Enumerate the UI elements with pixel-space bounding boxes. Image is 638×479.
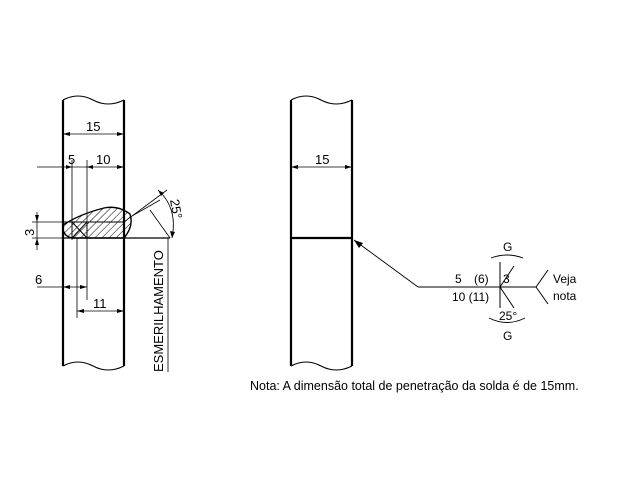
weld-bottom-letter: G (503, 329, 512, 343)
left-dim-5-text: 5 (68, 152, 75, 167)
grinding-label-text: ESMERILHAMENTO (151, 250, 166, 372)
left-dim-10-text: 10 (96, 152, 110, 167)
left-dim-6: 6 (35, 272, 87, 289)
weld-bottom-value: 10 (11) (452, 290, 489, 304)
footer-note: Nota: A dimensão total de penetração da … (250, 379, 579, 393)
left-dim-15-text: 15 (86, 119, 100, 134)
weld-angle: 25° (499, 309, 517, 323)
left-dim-3: 3 (22, 212, 63, 250)
right-dim-15: 15 (291, 152, 352, 169)
grinding-label: ESMERILHAMENTO (151, 238, 169, 372)
left-dim-3-text: 3 (22, 229, 37, 236)
left-dim-11: 11 (76, 238, 124, 318)
weld-top-right-value: 3 (503, 272, 510, 286)
weld-top-left-value: 5 (455, 272, 462, 286)
left-angle-25: 25° (123, 189, 185, 239)
weld-top-letter: G (503, 240, 512, 254)
weld-bead (62, 206, 170, 239)
left-dim-11-text: 11 (93, 296, 107, 311)
right-plate (289, 95, 354, 371)
left-angle-25-text: 25° (167, 198, 185, 220)
weld-tail-note-line2: nota (553, 289, 577, 303)
left-dim-15: 15 (63, 119, 124, 136)
weld-top-paren-value: (6) (474, 272, 489, 286)
weld-tail-note-line1: Veja (553, 272, 577, 286)
weld-symbol: G 5 (6) 3 10 (11) 25° G Veja nota (353, 239, 577, 343)
right-dim-15-text: 15 (315, 152, 329, 167)
left-dim-5-10: 5 10 (37, 152, 124, 300)
left-dim-6-text: 6 (35, 272, 42, 287)
